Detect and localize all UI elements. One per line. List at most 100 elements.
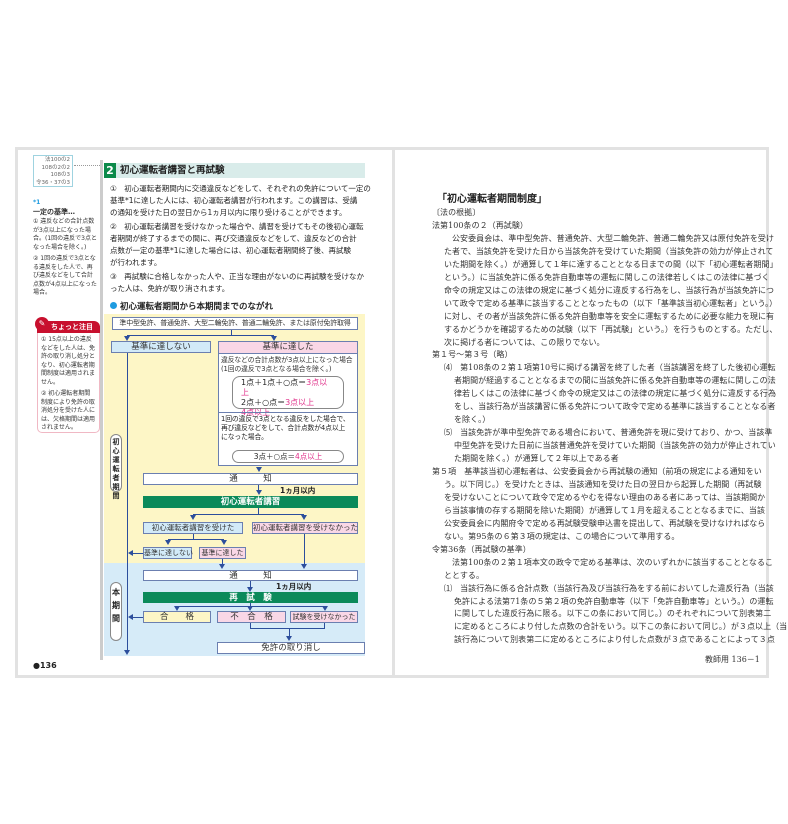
reached-box-2: 基準に達した	[199, 547, 246, 559]
notice-box-1: 通 知	[143, 473, 358, 485]
section-line: 者期間が終了するまでの間に、再び交通違反などをして、違反などの合計	[110, 234, 357, 243]
law-text-line: 第１号～第３号（略）	[432, 350, 513, 360]
law-text-line: ととする。	[444, 570, 485, 580]
no-test-box: 試験を受けなかった	[290, 611, 358, 623]
reached-header: 基準に達した	[219, 342, 357, 354]
attention-box: ① 15点以上の違反などをした人は、免許の取り消し処分となり、初心運転者期間制度…	[37, 333, 100, 433]
section-line: 基準*1に達した人には、初心運転者講習が行われます。この講習は、受講	[110, 196, 358, 205]
section-line: ① 初心運転者期間内に交通違反などをして、それぞれの免許について一定の	[110, 184, 371, 193]
footnote-marker: *1	[33, 199, 41, 206]
law-text-line: ら当該事情の存する期間を除いた期間）が通算して１月を超えることとなるまでに、当該	[444, 505, 766, 515]
law-text-line: た者で、当該免許を受けた日から当該免許を受けていた期間（当該免許の効力が停止され…	[444, 246, 774, 256]
section-line: った人は、免許が取り消されます。	[110, 284, 230, 293]
formula-part: 3点＋○点＝	[253, 452, 296, 461]
beginner-course-box: 初心運転者講習	[143, 496, 358, 508]
section-header	[104, 163, 365, 178]
skipped-course-box: 初心運転者講習を受けなかった	[252, 522, 358, 534]
law-text-line: を除く。）	[454, 415, 491, 425]
within-one-month-2: 1ヵ月以内	[276, 582, 312, 591]
law-text-line: 免許による法第71条の５第２項の免許自動車等（以下「免許自動車等」という。）の運…	[454, 596, 774, 606]
not-reached-box-2: 基準に達しない	[143, 547, 193, 559]
formula-part: 2点＋○点＝	[241, 398, 286, 407]
law-text-line: た期間を除く。）が通算して２年以上である者	[454, 454, 619, 464]
law-reference-box: 法100の2 108の2の2 108の3 令36・37の3	[33, 155, 73, 187]
margin-rule	[100, 160, 103, 660]
flow-title: 初心運転者期間から本期間までのながれ	[110, 302, 273, 312]
attention-header: ちょっと注目	[37, 321, 100, 333]
law-text-line: 公安委員会に内閣府令で定める再試験受験申込書を提出して、再試験を受けなければなら	[444, 518, 766, 528]
took-course-box: 初心運転者講習を受けた	[143, 522, 243, 534]
law-text-line: 者期間が経過することとなるまでの間に当該免許に係る免許自動車等の運転に関しこの法	[454, 376, 776, 386]
law-text-line: ⑷ 第108条の２第１項第10号に掲げる講習を終了した者（当該講習を終了した後初…	[444, 363, 776, 373]
law-text-line: 法第100条の２（再試験）	[432, 220, 528, 230]
law-text-line: に関してした違反行為に限る。以下この条において同じ。）のそれぞれについて別表第二	[454, 609, 772, 619]
footnote-title: 一定の基準…	[33, 207, 75, 216]
not-reached-box: 基準に達しない	[111, 341, 211, 353]
law-text-line: 律若しくはこの法律に基づく命令の規定又はこの法律の規定に基づく処分に違反する行為	[454, 389, 776, 399]
law-text-line: いた期間を除く。）が通算して１年に達することとなる日までの間（以下「初心運転者期…	[444, 259, 778, 269]
law-text-line: に定めるところにより付した点数の合計をいう。以下この条において同じ。）が３点以上…	[454, 622, 788, 632]
section-line: ② 初心運転者講習を受けなかった場合や、講習を受けてもその後初心運転	[110, 222, 364, 231]
case1-formula: 1点＋1点＋○点＝3点以上 2点＋○点＝3点以上 4点以上	[232, 376, 344, 417]
case2-text: 1回の違反で3点となる違反をした場合で、 再び違反などをして、合計点数が4点以上…	[219, 412, 357, 444]
law-text-line: う。以下同じ。）を受けたときは、当該通知を受けた日の翌日から起算した期間（再試験	[444, 479, 762, 489]
flow-title-text: 初心運転者期間から本期間までのながれ	[120, 302, 274, 312]
law-text-line: 法第100条の２第１項本文の政令で定める基準は、次のいずれかに該当することとなる…	[452, 557, 774, 567]
formula-result: 3点以上	[285, 398, 315, 407]
attention-item: ② 初心運転者期間制度により免許の取消処分を受けた人には、欠格期間は適用されませ…	[41, 390, 96, 431]
law-text-line: 第５項 基準該当初心運転者は、公安委員会から再試験の通知（前項の規定による通知を…	[432, 467, 762, 476]
pass-box: 合 格	[143, 611, 211, 623]
ref-line: 108の3	[50, 172, 71, 178]
footnote: *1 一定の基準… ① 違反などの合計点数が3点以上になった場合。(1回の違反で…	[33, 199, 97, 298]
formula-part: 1点＋1点＋○点＝	[241, 378, 307, 387]
law-text-line: 該行為について別表第二に定めるところにより付した点数が３点であることによって３点	[454, 635, 775, 645]
attention-item: ① 15点以上の違反などをした人は、免許の取り消し処分となり、初心運転者期間制度…	[41, 336, 96, 386]
ref-line: 法100の2	[45, 157, 70, 163]
footnote-item: ① 違反などの合計点数が3点以上になった場合。(1回の違反で3点となった場合を除…	[33, 218, 97, 251]
case2-line: になった場合。	[221, 433, 268, 441]
law-text-line: 令第36条（再試験の基準）	[432, 544, 531, 554]
flow-start: 準中型免許、普通免許、大型二輪免許、普通二輪免許、または原付免許取得	[112, 317, 358, 330]
case2-formula: 3点＋○点＝4点以上	[232, 450, 344, 463]
law-text-line: 次に掲げる者については、この限りでない。	[444, 337, 605, 347]
within-one-month-1: 1ヵ月以内	[280, 486, 316, 495]
law-text-line: を受けないことについて政令で定めるやむを得ない理由のある者にあっては、当該期間か	[444, 492, 766, 502]
teacher-page-number: 教師用 136－1	[705, 655, 760, 664]
section-line: 点数が一定の基準*1に達した場合には、初心運転者期間終了後、再試験	[110, 246, 352, 255]
section-number: 2	[104, 163, 116, 178]
law-text-line: 中型免許を受けた日前に当該普通免許を受けていた期間（当該免許の効力が停止されてい	[454, 441, 776, 451]
page-gutter	[392, 147, 395, 678]
law-text-line: ⑸ 当該免許が準中型免許である場合において、普通免許を現に受けており、かつ、当該…	[444, 428, 773, 438]
retest-box: 再 試 験	[143, 592, 358, 603]
main-period-label: 本期間	[110, 582, 122, 641]
law-text-line: 〔法の根拠〕	[432, 208, 481, 217]
revoke-box: 免許の取り消し	[217, 642, 365, 654]
case2-line: 再び違反などをして、合計点数が4点以上	[221, 424, 346, 432]
law-text-line: ⑴ 当該行為に係る合計点数（当該行為及び当該行為をする前においてした違反行為（当…	[444, 583, 774, 593]
law-text-line: 公安委員会は、準中型免許、普通免許、大型二輪免許、普通二輪免許又は原付免許を受け	[452, 233, 774, 243]
law-text-line: に対し、その者が当該免許に係る免許自動車等を安全に運転するために必要な能力を現に…	[444, 311, 775, 321]
law-text-line: 命令の規定又はこの法律の規定に基づく処分に違反する行為をし、当該行為が当該免許に…	[444, 285, 775, 295]
formula-result: 4点以上	[295, 452, 323, 461]
notice-box-2: 通 知	[143, 570, 358, 581]
right-page-title: 「初心運転者期間制度」	[437, 194, 547, 205]
case1-text: 違反などの合計点数が3点以上になった場合	[221, 356, 353, 364]
footnote-item: ② 1回の違反で3点となる違反をした人で、再び違反などをして合計点数が4点以上に…	[33, 255, 97, 296]
law-text-line: ない。第95条の６第３項の規定は、この場合について準用する。	[444, 531, 680, 541]
bullet-icon	[110, 302, 117, 309]
attention-icon: ✎	[35, 317, 49, 331]
ref-line: 令36・37の3	[36, 179, 70, 186]
leader-dots	[74, 165, 102, 166]
ref-line: 108の2の2	[41, 164, 71, 171]
page-number: ●136	[33, 661, 57, 670]
section-line: が行われます。	[110, 258, 162, 267]
law-text-line: という。）に当該免許に係る免許自動車等の運転に関しこの法律若しくはこの法律に基づ…	[444, 272, 770, 282]
formula-result: 3点以上	[241, 378, 328, 397]
law-text-line: をし、当該行為が当該講習に係る免許について政令で定める基準に該当することとなる者	[454, 402, 776, 412]
law-text-line: するかどうかを確認するための試験（以下「再試験」という。）を行うものとする。ただ…	[444, 324, 778, 334]
beginner-period-label: 初心運転者期間	[110, 434, 122, 500]
fail-box: 不 合 格	[217, 611, 286, 623]
attention-title: ちょっと注目	[51, 323, 93, 331]
law-text-line: いて政令で定める基準に該当することとなったもの（以下「基準該当初心運転者」という…	[444, 298, 778, 308]
case2-line: 1回の違反で3点となる違反をした場合で、	[221, 415, 350, 423]
